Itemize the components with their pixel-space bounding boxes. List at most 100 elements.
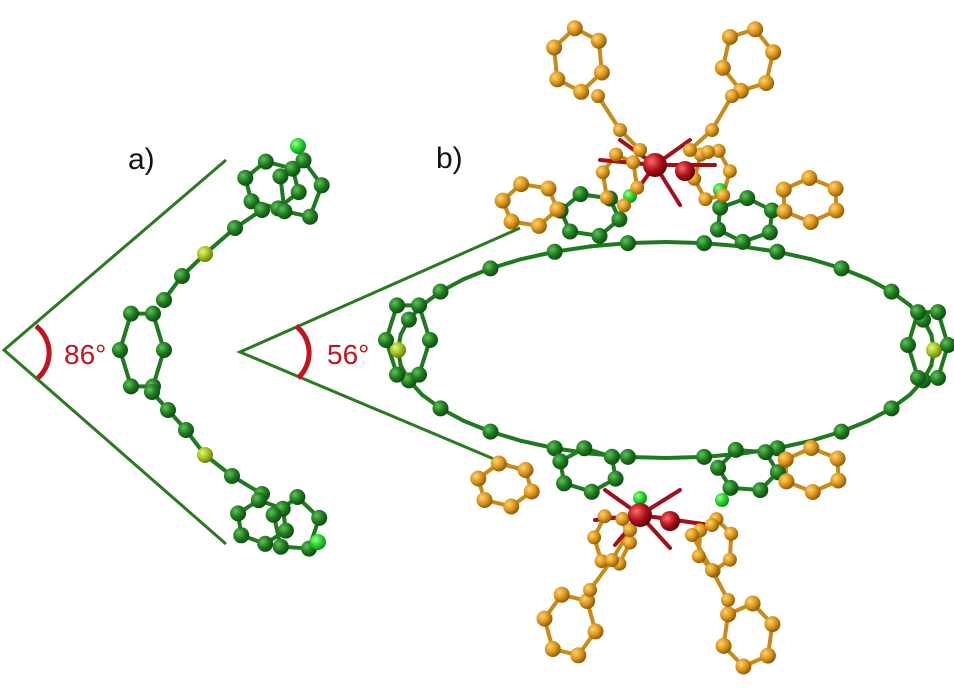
atom	[546, 440, 563, 457]
atom	[587, 623, 604, 640]
atom	[227, 220, 243, 236]
atom	[553, 586, 570, 603]
atom	[828, 202, 845, 219]
atom	[583, 583, 597, 597]
atom	[759, 647, 776, 664]
atom	[734, 233, 751, 250]
atom	[829, 450, 846, 467]
atom	[833, 260, 850, 277]
atom	[940, 337, 954, 353]
atom	[711, 143, 726, 158]
atom	[178, 422, 194, 438]
atom	[715, 493, 729, 507]
atom	[710, 221, 726, 238]
atom	[289, 489, 306, 505]
atom	[546, 39, 563, 56]
atom	[476, 492, 493, 508]
atom	[802, 214, 819, 230]
atom	[233, 527, 250, 544]
atom	[313, 177, 330, 194]
atom	[572, 186, 589, 203]
atom	[482, 260, 499, 277]
atom	[685, 528, 699, 542]
atom	[123, 378, 139, 395]
atom	[712, 199, 729, 216]
atom	[590, 32, 607, 49]
atom	[156, 342, 172, 358]
atom	[721, 593, 735, 607]
atom	[145, 305, 161, 322]
atom	[710, 459, 727, 476]
atom	[224, 468, 240, 484]
atom	[470, 470, 487, 487]
atom	[776, 203, 793, 220]
atom	[390, 342, 406, 358]
angle-arc-b	[294, 324, 312, 380]
atom	[490, 455, 507, 472]
atom	[778, 473, 795, 490]
atom	[628, 503, 652, 527]
atom	[660, 511, 680, 531]
atom	[765, 44, 782, 61]
atom	[617, 198, 631, 213]
atom	[566, 20, 583, 37]
atom	[910, 369, 926, 386]
atom	[804, 484, 821, 500]
atom	[722, 164, 737, 179]
atom	[591, 227, 608, 244]
atom	[605, 553, 619, 567]
atom	[705, 518, 719, 532]
atom	[579, 593, 596, 609]
panel-label-a: a)	[128, 143, 155, 176]
atom	[696, 235, 713, 252]
atom	[144, 384, 160, 400]
atom	[705, 563, 719, 577]
atom	[764, 202, 780, 219]
atom	[910, 304, 926, 321]
atom	[721, 29, 738, 45]
atom	[591, 89, 605, 103]
atom	[576, 440, 593, 457]
atom	[549, 201, 566, 218]
atom	[613, 123, 627, 137]
atom	[752, 482, 769, 499]
atom	[801, 170, 818, 186]
atom	[573, 83, 590, 100]
atom	[623, 523, 637, 537]
atom	[883, 400, 900, 417]
atom	[277, 522, 294, 539]
atom	[290, 184, 307, 201]
atom	[622, 535, 637, 550]
atom	[272, 538, 289, 555]
atom	[744, 595, 761, 612]
atom	[290, 138, 306, 154]
angle-arc-a	[34, 324, 52, 380]
atom	[389, 366, 405, 383]
guide-wedge-a	[1, 158, 227, 546]
atom	[265, 506, 282, 523]
atom	[432, 400, 449, 417]
atom	[544, 641, 561, 657]
atom	[587, 530, 602, 545]
atom	[626, 155, 641, 170]
atom	[777, 451, 794, 468]
atom	[284, 160, 301, 177]
atom	[619, 235, 636, 252]
atom	[769, 243, 786, 260]
atom	[546, 243, 563, 260]
atom	[594, 554, 609, 569]
atom	[302, 208, 318, 225]
atom	[714, 59, 731, 76]
atom	[705, 123, 719, 137]
atom	[556, 475, 573, 492]
angle-guides	[1, 158, 521, 546]
atom	[698, 192, 713, 207]
atom	[599, 190, 614, 205]
atom	[593, 64, 610, 81]
atom	[482, 423, 499, 440]
atom	[310, 534, 326, 550]
atom	[257, 535, 274, 552]
atom	[643, 153, 667, 177]
atom	[691, 549, 706, 564]
